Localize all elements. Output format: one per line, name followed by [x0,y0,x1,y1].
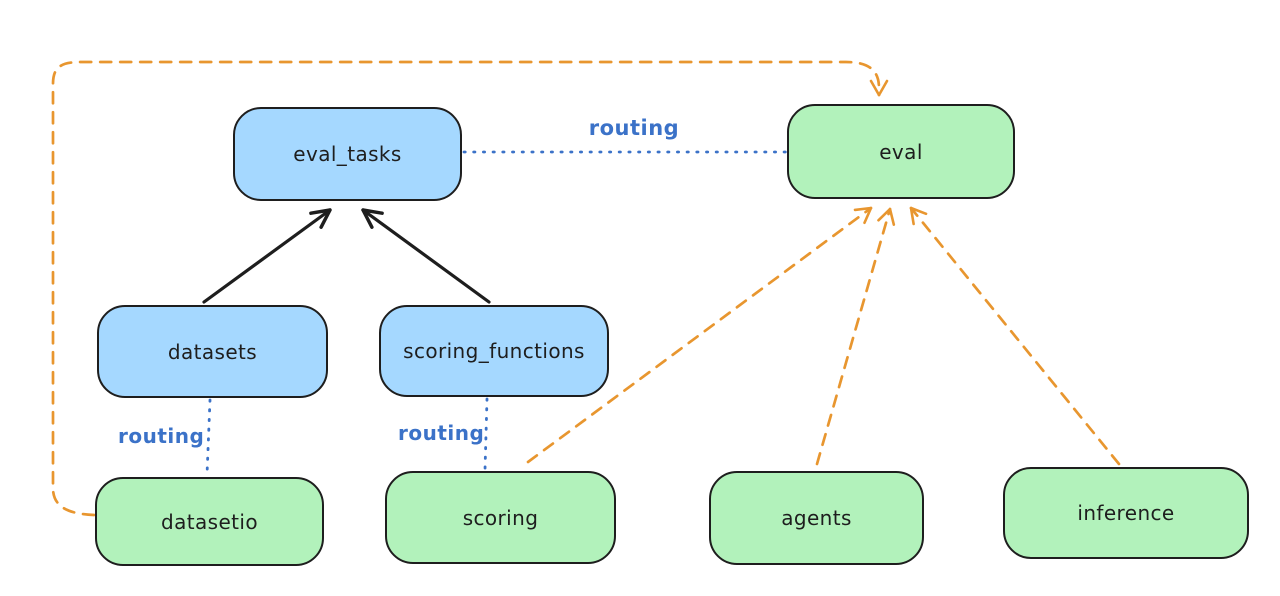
edge-datasets-datasetio [205,398,212,477]
node-scoring: scoring [385,471,616,564]
node-datasets-label: datasets [167,339,258,364]
edge-agents-eval [815,207,896,466]
edge-label-routing-eval-tasks-eval: routing [588,116,680,140]
node-inference-label: inference [1077,501,1175,525]
node-eval: eval [787,104,1015,199]
node-eval-tasks-label: eval_tasks [293,142,402,166]
node-eval-tasks: eval_tasks [233,107,462,201]
edge-inference-eval [909,206,1121,466]
node-scoring-functions: scoring_functions [379,305,609,397]
edge-datasets-eval_tasks [202,208,332,304]
node-datasetio-label: datasetio [160,509,258,534]
node-inference: inference [1003,467,1249,559]
node-datasets: datasets [97,305,328,398]
node-datasetio: datasetio [95,477,324,566]
node-eval-label: eval [879,139,923,164]
node-scoring-functions-label: scoring_functions [403,339,585,363]
edge-label-routing-datasets-datasetio: routing [118,424,205,448]
edge-scoring_functions-scoring [483,397,489,472]
node-agents-label: agents [781,506,852,530]
node-scoring-label: scoring [462,505,539,530]
edge-label-routing-scoring-functions-scoring: routing [398,421,485,445]
edge-scoring_functions-eval_tasks [361,208,491,304]
node-agents: agents [709,471,924,565]
